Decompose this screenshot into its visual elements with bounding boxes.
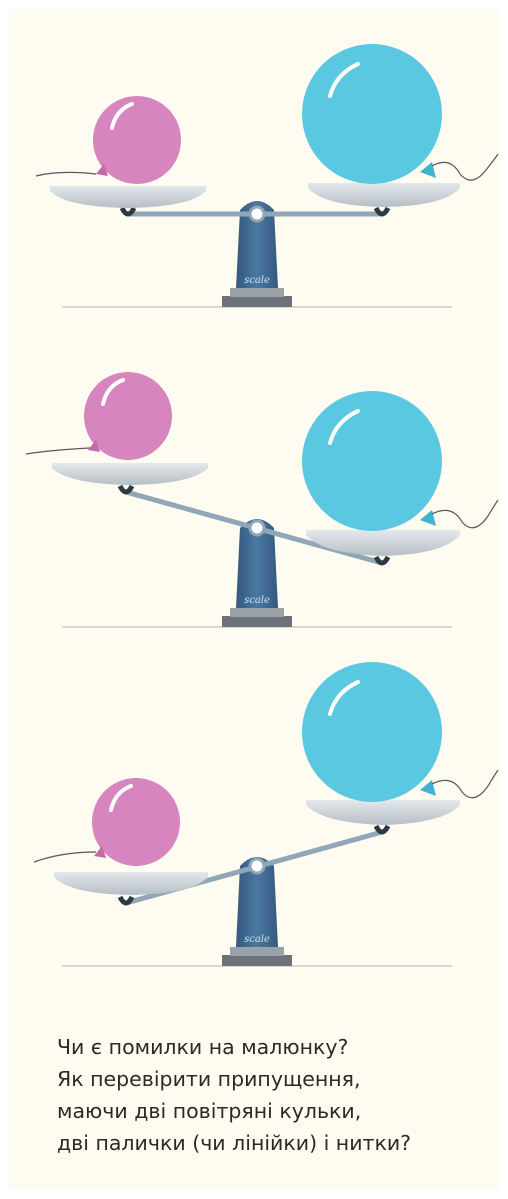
stand-label: scale	[244, 595, 270, 606]
stand-label: scale	[244, 934, 270, 945]
stand-label: scale	[244, 275, 270, 286]
large-balloon	[302, 662, 442, 802]
pan-dish	[50, 186, 206, 208]
scale-left-down: scale	[34, 662, 498, 966]
question-text: Чи є помилки на малюнку? Як перевірити п…	[57, 1031, 497, 1159]
small-balloon	[92, 778, 180, 866]
question-line-1: Чи є помилки на малюнку?	[57, 1031, 497, 1063]
question-line-2: Як перевірити припущення,	[57, 1063, 497, 1095]
balloon-string	[432, 500, 498, 528]
balloon-string	[26, 448, 90, 454]
beam-pivot	[250, 521, 264, 535]
beam-pivot	[250, 859, 264, 873]
stand-foot	[230, 288, 284, 297]
pan-hook	[120, 897, 132, 903]
question-line-3: маючи дві повітряні кульки,	[57, 1095, 497, 1127]
stand-base	[222, 296, 292, 307]
scale-level: scale	[36, 44, 498, 307]
balloon-string	[432, 154, 498, 180]
balloon-knot	[420, 162, 436, 178]
left-pan	[36, 96, 206, 214]
right-pan	[302, 662, 498, 832]
pan-dish	[306, 530, 460, 556]
pan-hook	[122, 208, 134, 214]
large-balloon	[302, 391, 442, 531]
right-pan	[302, 44, 498, 214]
stand-foot	[230, 608, 284, 617]
pan-dish	[308, 183, 460, 207]
balloon-string	[432, 770, 498, 798]
right-pan	[302, 391, 498, 563]
balloon-string	[34, 852, 96, 862]
stand-base	[222, 616, 292, 627]
stand-foot	[230, 947, 284, 956]
large-balloon	[302, 44, 442, 184]
pan-hook	[120, 486, 132, 492]
pan-hook	[376, 826, 388, 832]
pan-dish	[306, 800, 460, 825]
left-pan	[34, 778, 208, 903]
balloon-knot	[420, 780, 436, 796]
left-pan	[26, 372, 208, 492]
pan-dish	[52, 463, 208, 485]
question-line-4: дві палички (чи лінійки) і нитки?	[57, 1127, 497, 1159]
stand-base	[222, 955, 292, 966]
pan-dish	[54, 872, 208, 895]
beam-pivot	[250, 207, 264, 221]
pan-hook	[376, 557, 388, 563]
pan-hook	[376, 208, 388, 214]
scale-right-down: scale	[26, 372, 498, 627]
balloon-knot	[420, 510, 436, 526]
balloon-string	[36, 172, 96, 176]
